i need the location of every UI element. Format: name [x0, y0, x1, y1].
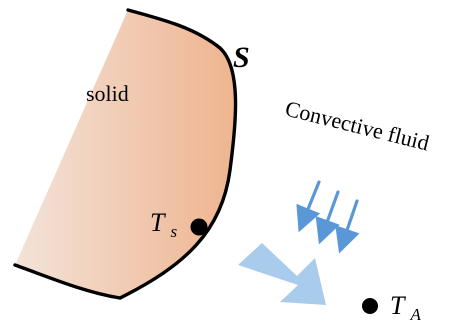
ambient-temperature-label: T A [390, 291, 422, 324]
surface-temperature-subscript: s [171, 222, 178, 241]
surface-curve [118, 46, 238, 300]
flux-arrow [335, 199, 360, 254]
convective-fluid-label: Convective fluid [283, 96, 432, 156]
convective-flow-arrow [238, 243, 326, 305]
solid-region [15, 10, 236, 298]
surface-point-marker [190, 218, 208, 236]
top-boundary-line [126, 8, 222, 50]
ambient-temperature-main: T [390, 291, 406, 320]
surface-label: S [233, 41, 250, 74]
surface-temperature-label: T s [150, 208, 178, 241]
solid-label: solid [86, 81, 129, 106]
ambient-temperature-subscript: A [410, 305, 422, 324]
flux-arrow [296, 180, 321, 233]
ambient-point-marker [362, 298, 378, 314]
surface-temperature-main: T [150, 208, 166, 237]
bottom-boundary-line [13, 263, 122, 300]
flux-arrow [315, 190, 340, 245]
